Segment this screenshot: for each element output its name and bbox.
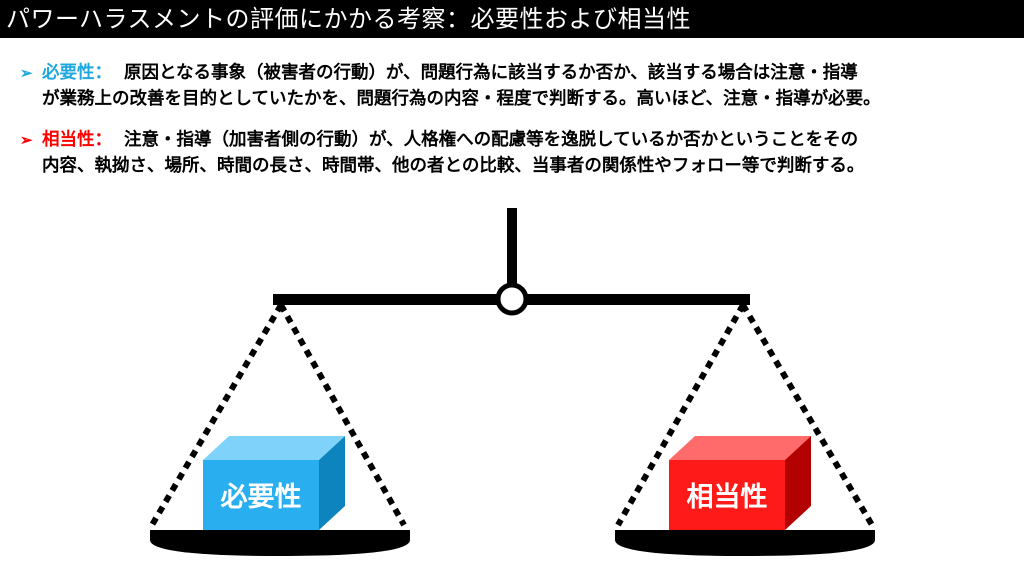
bullet-necessity: ➢ 必要性： 原因となる事象（被害者の行動）が、問題行為に該当するか否か、該当する場… (20, 60, 1010, 112)
appropriateness-box-label: 相当性 (687, 482, 768, 513)
left-pan (150, 530, 410, 556)
appropriateness-box: 相当性 (669, 436, 811, 530)
necessity-box: 必要性 (203, 436, 345, 530)
bullet-necessity-line1: ➢ 必要性： 原因となる事象（被害者の行動）が、問題行為に該当するか否か、該当する場… (20, 60, 1010, 86)
appropriateness-text-line2: 内容、執拗さ、場所、時間の長さ、時間帯、他の者との比較、当事者の関係性やフォロー… (42, 156, 865, 176)
page-title: パワーハラスメントの評価にかかる考察：必要性および相当性 (0, 0, 1024, 38)
necessity-text-line2: が業務上の改善を目的としていたかを、問題行為の内容・程度で判断する。高いほど、注… (42, 89, 881, 109)
necessity-text-line1: 原因となる事象（被害者の行動）が、問題行為に該当するか否か、該当する場合は注意・… (124, 63, 858, 83)
necessity-box-label: 必要性 (221, 482, 302, 513)
scale-post (507, 208, 517, 292)
left-chain-inner (278, 303, 407, 527)
right-chain-outer (615, 303, 746, 527)
bullet-appropriateness-line1: ➢ 相当性： 注意・指導（加害者側の行動）が、人格権への配慮等を逸脱しているか否かと… (20, 127, 1010, 153)
appropriateness-text-line1: 注意・指導（加害者側の行動）が、人格権への配慮等を逸脱しているか否かということを… (124, 130, 859, 150)
scale-pivot (495, 282, 529, 316)
term-appropriateness: 相当性： (42, 130, 112, 150)
right-pan (615, 530, 875, 556)
arrow-right-icon: ➢ (20, 131, 33, 149)
term-necessity: 必要性： (42, 63, 112, 83)
left-chain-outer (149, 303, 284, 527)
arrow-right-icon: ➢ (20, 64, 33, 82)
right-chain-inner (740, 303, 875, 527)
bullet-appropriateness: ➢ 相当性： 注意・指導（加害者側の行動）が、人格権への配慮等を逸脱しているか否かと… (20, 127, 1010, 179)
